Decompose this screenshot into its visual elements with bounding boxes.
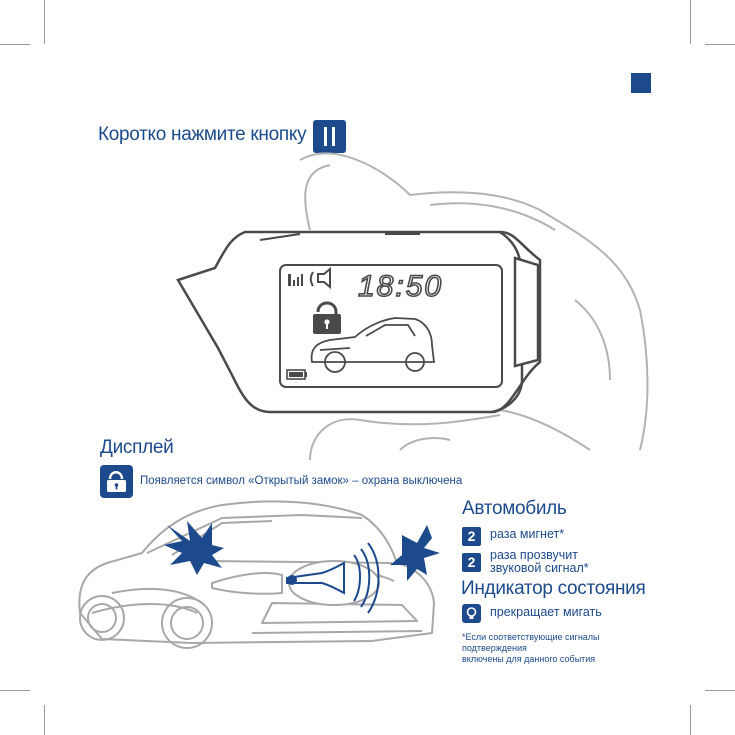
crop-mark [690, 705, 691, 735]
lcd-car-icon [310, 317, 436, 373]
pause-button-icon [313, 120, 346, 153]
hand-outline [299, 152, 649, 461]
blink-text: раза мигнет* [490, 527, 565, 541]
footnote-line1: *Если соответствующие сигналы подтвержде… [462, 632, 600, 653]
crop-mark [0, 690, 30, 691]
keyfob-illustration: 18:50 [176, 152, 649, 461]
open-lock-icon [313, 301, 341, 334]
display-section-title: Дисплей [100, 437, 174, 458]
section-marker [631, 73, 651, 93]
horn-text-line1: раза прозвучит [490, 548, 579, 562]
signal-icon [288, 274, 303, 286]
indicator-section-title: Индикатор состояния [461, 578, 646, 599]
crop-mark [690, 0, 691, 44]
footnote: *Если соответствующие сигналы подтвержде… [462, 632, 662, 665]
count-badge: 2 [462, 553, 481, 572]
horn-icon [309, 266, 331, 290]
count-badge: 2 [462, 527, 481, 546]
flash-burst-icon [164, 521, 224, 575]
crop-mark [705, 44, 735, 45]
battery-icon [286, 369, 307, 380]
flash-burst-icon [390, 525, 440, 581]
car-section-title: Автомобиль [462, 498, 567, 519]
display-description: Появляется символ «Открытый замок» – охр… [140, 475, 463, 487]
crop-mark [705, 690, 735, 691]
horn-icon [286, 542, 380, 614]
crop-mark [44, 0, 45, 44]
instruction-text: Коротко нажмите кнопку [98, 124, 307, 145]
lcd-screen [279, 264, 503, 388]
indicator-text: прекращает мигать [490, 605, 602, 619]
footnote-line2: включены для данного события [462, 654, 596, 664]
crop-mark [0, 44, 30, 45]
open-lock-icon [100, 465, 133, 498]
horn-text-line2: звуковой сигнал* [490, 561, 589, 575]
status-led-icon [462, 604, 481, 623]
crop-mark [44, 705, 45, 735]
lcd-time: 18:50 [358, 270, 443, 303]
car-illustration [78, 500, 440, 649]
